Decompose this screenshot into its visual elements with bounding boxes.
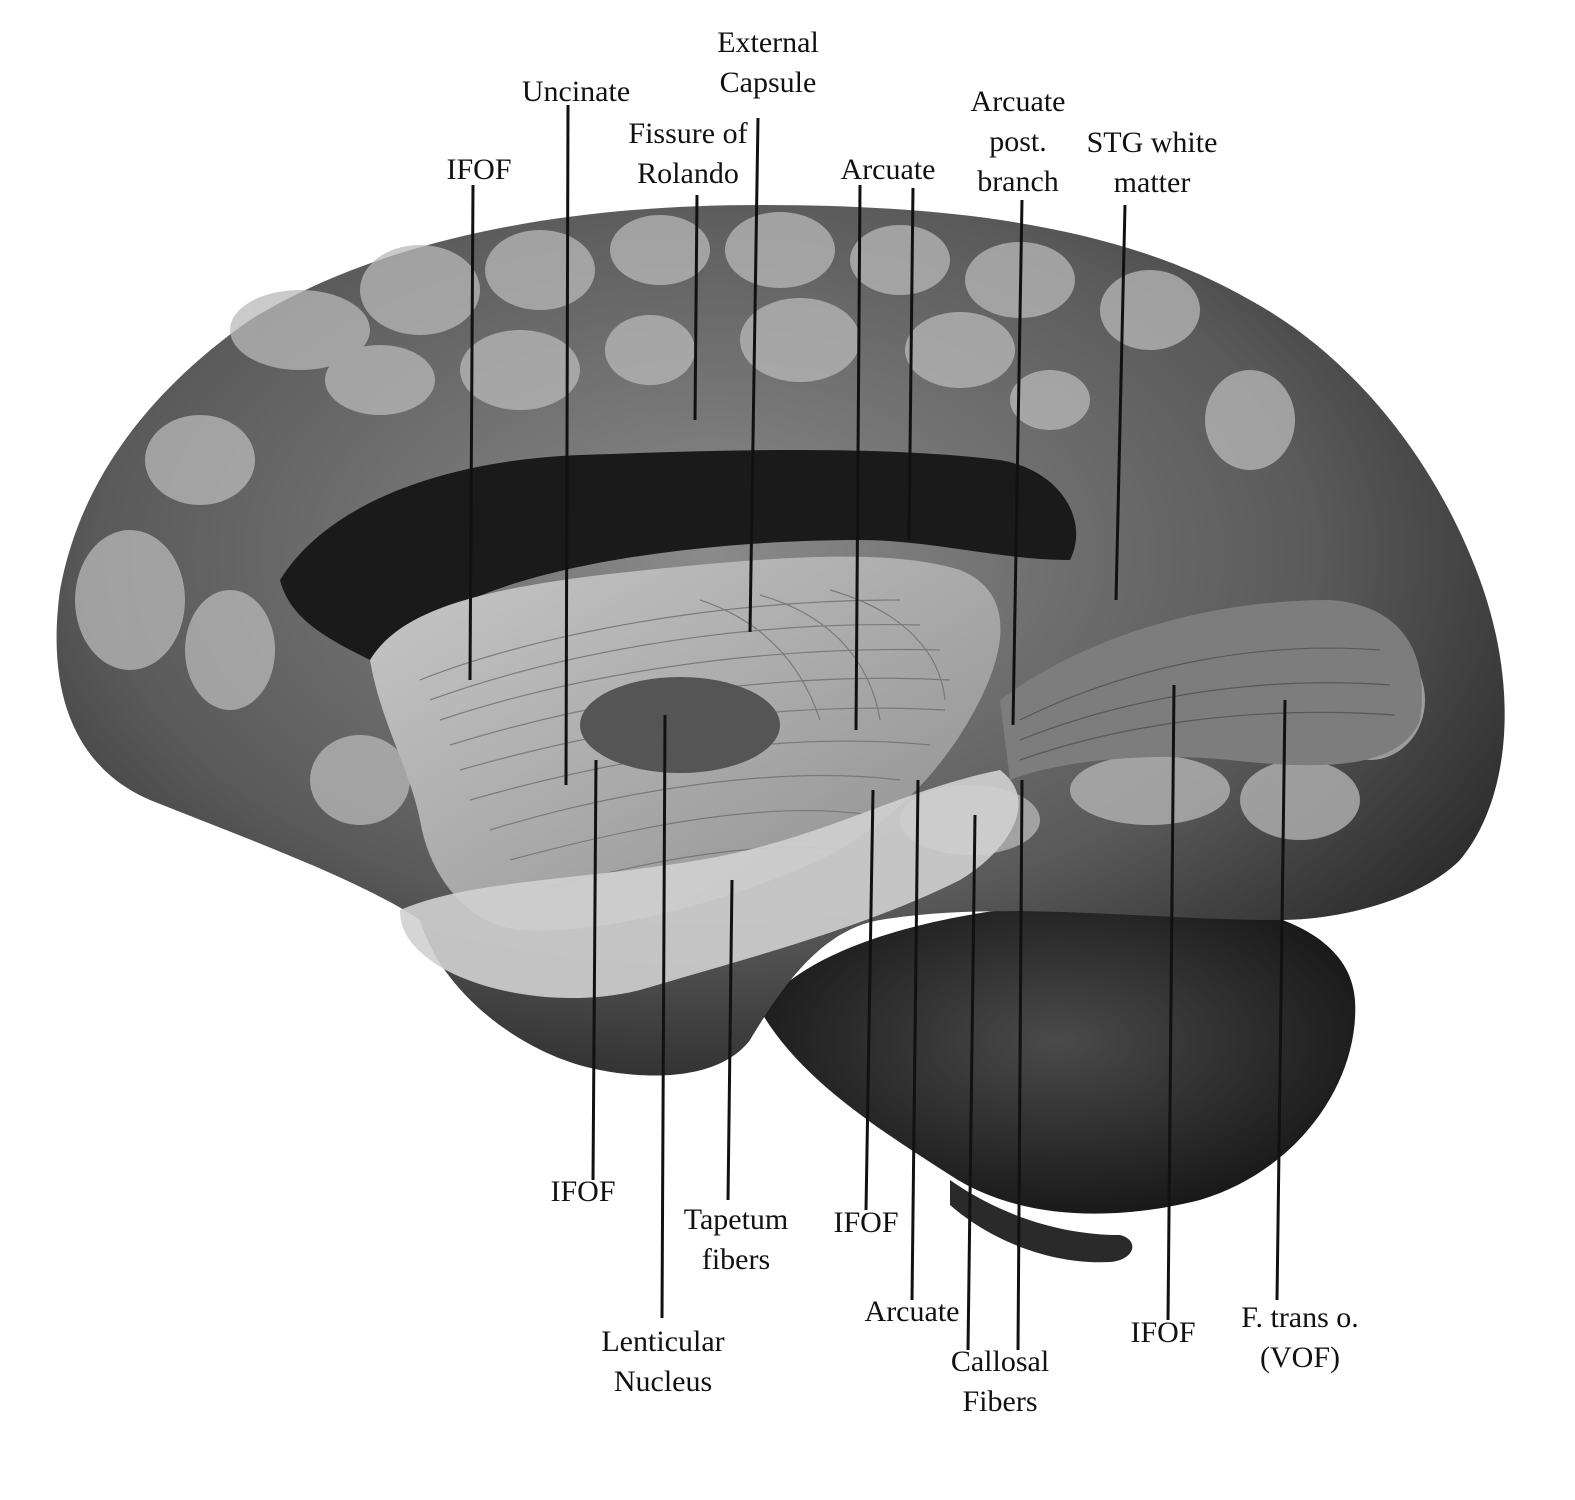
label-ifof-bottom-1: IFOF <box>550 1175 616 1208</box>
brainstem <box>950 1180 1133 1263</box>
leader-ifof-bottom-2 <box>864 789 875 1211</box>
fiber-striations <box>419 589 951 891</box>
label-uncinate: Uncinate <box>521 75 631 108</box>
label-ifof-bottom-3: IFOF <box>1130 1316 1196 1349</box>
label-ifof-top: IFOF <box>446 153 512 186</box>
temporal-band <box>400 770 1019 999</box>
posterior-striations <box>1019 647 1396 761</box>
label-arcuate-top: Arcuate <box>840 153 936 186</box>
leader-arcuate-bottom <box>910 779 920 1301</box>
leader-lenticular-nucleus <box>660 714 667 1319</box>
leader-ifof-bottom-1 <box>591 759 598 1181</box>
leader-lines <box>468 104 1287 1351</box>
label-fissure-of-rolando: Fissure of Rolando <box>628 117 748 190</box>
leader-external-capsule <box>748 117 760 633</box>
lenticular-nucleus-shape <box>580 677 780 773</box>
label-arcuate-post-branch: Arcuate post. branch <box>970 85 1066 198</box>
leader-arcuate-post-branch <box>1011 199 1024 726</box>
label-tapetum-fibers: Tapetum fibers <box>683 1203 789 1276</box>
label-stg-white-matter: STG white matter <box>1086 126 1218 199</box>
leader-fissure-of-rolando <box>693 194 699 421</box>
leader-ifof-top <box>468 184 475 681</box>
leader-callosal-a <box>966 814 977 1351</box>
cerebellum <box>760 900 1356 1214</box>
label-arcuate-bottom: Arcuate <box>864 1295 960 1328</box>
leader-callosal-b <box>1016 779 1024 1351</box>
leader-ifof-bottom-3 <box>1166 684 1176 1321</box>
leader-f-trans-o <box>1275 699 1287 1301</box>
label-callosal-fibers: Callosal Fibers <box>950 1345 1050 1418</box>
dissection-cavity <box>280 450 1077 660</box>
label-external-capsule: External Capsule <box>717 26 819 99</box>
label-f-trans-o: F. trans o. (VOF) <box>1241 1301 1359 1374</box>
leader-stg-white-matter <box>1114 204 1127 601</box>
leader-uncinate <box>564 104 570 786</box>
leader-arcuate-top-b <box>907 187 915 541</box>
leader-tapetum <box>726 879 734 1201</box>
label-ifof-bottom-2: IFOF <box>833 1206 899 1239</box>
label-lenticular-nucleus: Lenticular Nucleus <box>601 1325 725 1398</box>
leader-arcuate-top-a <box>854 184 862 731</box>
